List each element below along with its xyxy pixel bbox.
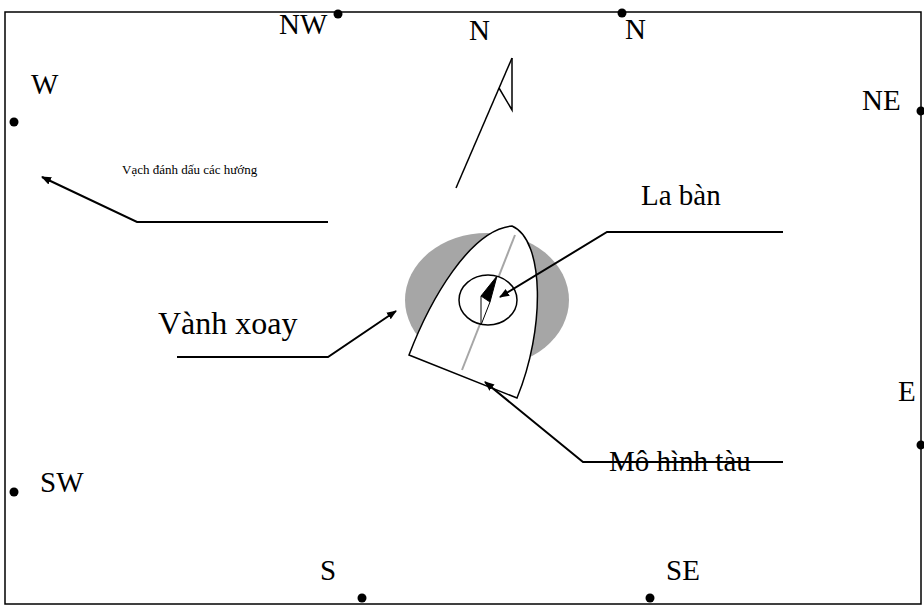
callout-label: Vạch đánh dấu các hướng (122, 163, 257, 176)
callout-label: Mô hình tàu (609, 447, 751, 476)
direction-dots (10, 9, 924, 603)
callout-label: Vành xoay (158, 307, 298, 339)
direction-label: NW (279, 10, 327, 39)
compass-needle (481, 296, 490, 325)
direction-label: S (320, 556, 336, 585)
direction-label: N (625, 15, 646, 44)
direction-label: SE (666, 556, 700, 585)
direction-label: W (31, 70, 58, 99)
leader-lines (42, 177, 783, 462)
north-arrow (456, 58, 512, 188)
compass (459, 275, 517, 325)
ship-model (409, 226, 537, 398)
frame (5, 12, 921, 604)
direction-label: SW (40, 468, 84, 497)
callout-label: La bàn (641, 181, 721, 210)
north-label: N (469, 16, 490, 45)
direction-label: E (898, 377, 916, 406)
direction-label: NE (862, 86, 901, 115)
